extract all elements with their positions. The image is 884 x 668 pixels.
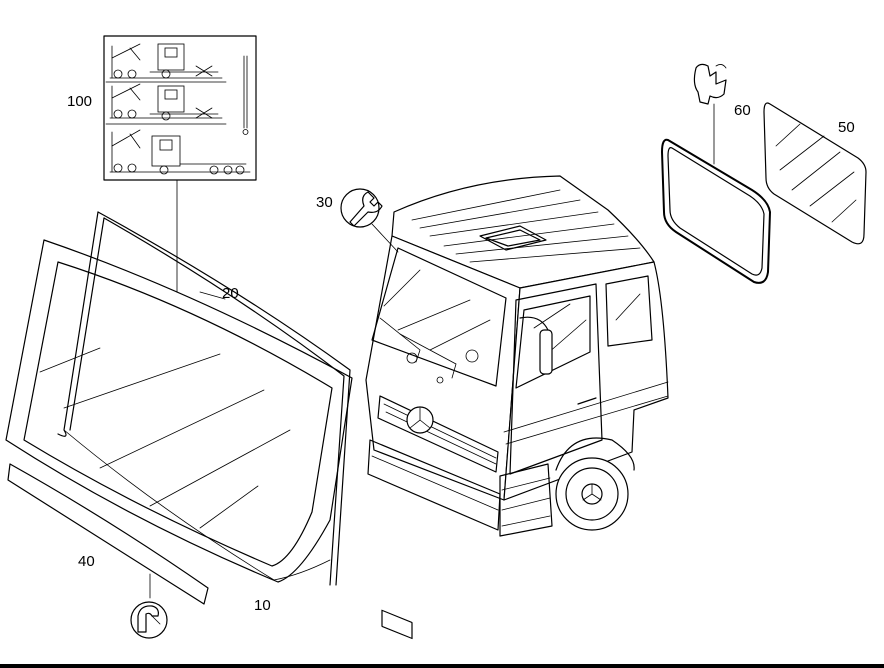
part-10-windscreen [5,239,353,583]
seal-profile-icon [693,63,727,105]
callout-20: 20 [222,285,239,302]
part-20-windscreen-seal [57,211,351,586]
bottom-rule [0,664,884,668]
wrench-icon [340,188,399,253]
part-60-side-window-seal [661,103,771,284]
callout-10: 10 [254,597,271,614]
part-30-truck-cab [365,175,669,640]
callout-30: 30 [316,194,333,211]
callout-40: 40 [78,553,95,570]
part-50-side-window-glass [763,102,867,245]
part-40-lower-moulding [7,463,209,605]
callout-60: 60 [734,102,751,119]
callout-50: 50 [838,119,855,136]
adhesive-symbol-icon [130,601,168,639]
callout-100: 100 [67,93,93,110]
part-100-towing-inset [103,35,257,181]
